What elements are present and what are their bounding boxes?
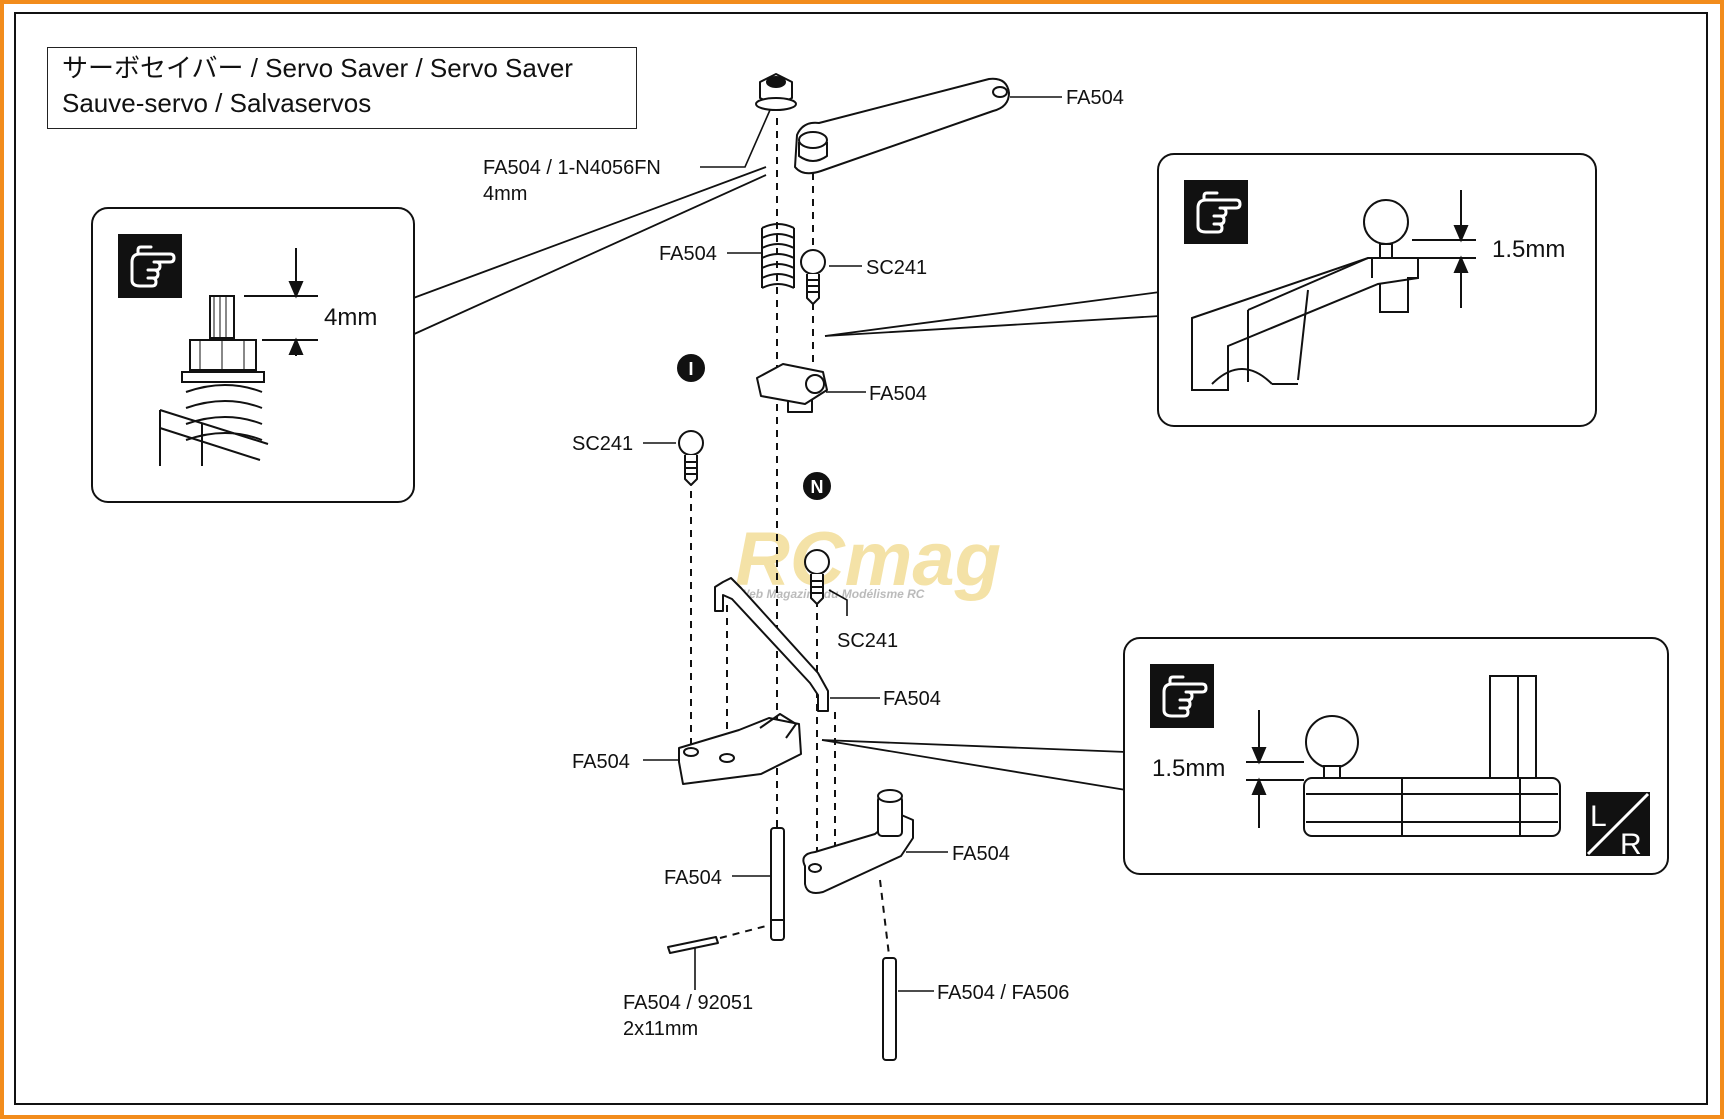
lr-right-letter: R [1620, 828, 1642, 861]
label-spring: FA504 [659, 243, 717, 265]
callout-nut: 4mm [91, 207, 415, 503]
lock-nut [755, 73, 797, 111]
left-right-icon: L R [1586, 792, 1650, 861]
marker-i: I [677, 354, 705, 382]
title-line-2: Sauve-servo / Salvaservos [62, 88, 372, 118]
part-labels: FA504 FA504 / 1-N4056FN 4mm FA504 SC241 … [483, 87, 1124, 1040]
marker-i-text: I [688, 359, 693, 379]
label-pin-code: FA504 / 92051 [623, 992, 753, 1014]
label-pin-size: 2x11mm [623, 1018, 698, 1040]
marker-n-text: N [811, 477, 824, 497]
title-box: サーボセイバー / Servo Saver / Servo Saver Sauv… [47, 47, 637, 129]
label-rod: FA504 [883, 688, 941, 710]
upper-servo-arm [794, 77, 1010, 175]
pointing-hand-icon [1182, 178, 1250, 246]
callout-ball-top-gap: 1.5mm [1492, 236, 1565, 263]
label-nut-size: 4mm [483, 183, 527, 205]
inner-frame [14, 12, 1708, 1105]
assembly-axes [690, 118, 890, 956]
label-screw-n: SC241 [837, 630, 898, 652]
label-post: FA504 / FA506 [937, 982, 1069, 1004]
callout-ball-top: 1.5mm [1157, 153, 1597, 427]
linkage-rod [714, 577, 829, 712]
screw-n [804, 549, 830, 605]
pointing-hand-icon [1148, 662, 1216, 730]
callout-ball-bottom-gap: 1.5mm [1152, 755, 1225, 782]
label-base: FA504 [572, 751, 630, 773]
label-top-block: FA504 [869, 383, 927, 405]
label-lower-arm: FA504 [952, 843, 1010, 865]
label-fa504-arm: FA504 [1066, 87, 1124, 109]
watermark-brand: RCmag [735, 517, 1001, 602]
lr-left-letter: L [1590, 800, 1607, 833]
lower-arm [802, 789, 914, 894]
pointing-hand-icon [116, 232, 184, 300]
parts: I N [667, 73, 1010, 1061]
ball-screw-top [800, 249, 826, 305]
spring [761, 223, 795, 289]
screw-left [678, 430, 704, 486]
top-block [756, 363, 828, 413]
marker-n: N [803, 472, 831, 500]
watermark: RCmag Web Magazine du Modélisme RC [735, 517, 1001, 602]
callout-nut-gap: 4mm [324, 304, 377, 331]
title-line-1: サーボセイバー / Servo Saver / Servo Saver [62, 53, 573, 83]
shaft [770, 827, 785, 941]
callout-ball-bottom: 1.5mm L R [1123, 637, 1669, 875]
label-screw-left: SC241 [572, 433, 633, 455]
label-nut-code: FA504 / 1-N4056FN [483, 157, 661, 179]
base-block [678, 713, 802, 785]
callout-leaders [407, 166, 1161, 791]
watermark-tagline: Web Magazine du Modélisme RC [738, 587, 925, 601]
label-shaft: FA504 [664, 867, 722, 889]
pin [667, 936, 719, 954]
post [882, 957, 897, 1061]
label-leaders [643, 96, 1062, 992]
label-screw-top: SC241 [866, 257, 927, 279]
